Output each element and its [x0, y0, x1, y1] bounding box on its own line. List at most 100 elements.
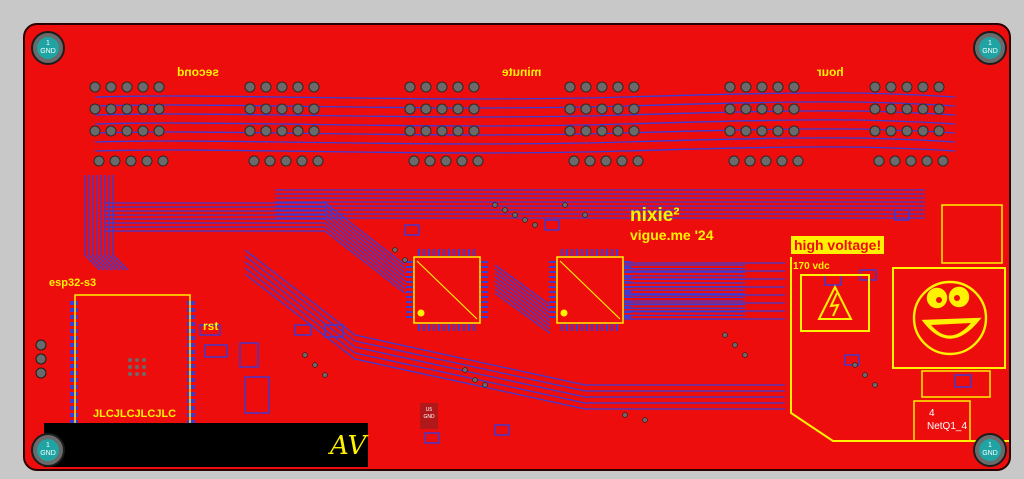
signature-logo: AV — [330, 431, 367, 461]
tube-pad — [632, 155, 644, 167]
bus-trace — [94, 128, 956, 136]
chip-pin — [549, 301, 556, 303]
tube-pad — [933, 125, 945, 137]
bus-trace — [94, 137, 956, 145]
chip-pin — [406, 316, 413, 318]
tube-pad — [869, 125, 881, 137]
chip-pin — [616, 249, 618, 256]
module-trace — [88, 175, 105, 271]
pin1-dot — [417, 309, 425, 317]
chip-pin — [571, 249, 573, 256]
tube-pad — [248, 155, 260, 167]
module-pad — [70, 308, 78, 312]
smd-component — [494, 424, 510, 436]
chip-pin — [481, 266, 488, 268]
via — [322, 372, 328, 378]
tube-pad — [776, 155, 788, 167]
tube-pad — [756, 125, 768, 137]
chip-pin — [624, 271, 631, 273]
netq-pin: 4 — [929, 408, 935, 419]
module-pad — [70, 378, 78, 382]
pcb-board: second minute hour nixie² vigue.me '24 e… — [23, 23, 1011, 471]
module-pad — [187, 343, 195, 347]
module-trace — [84, 175, 101, 271]
qfp-chip-left — [413, 256, 481, 324]
tube-pad — [137, 103, 149, 115]
tube-pad — [628, 125, 640, 137]
chip-pin — [624, 281, 631, 283]
tube-pad — [584, 155, 596, 167]
chip-pin — [596, 324, 598, 331]
bridge-trace — [494, 276, 551, 318]
tube-pad — [728, 155, 740, 167]
tube-pad — [788, 125, 800, 137]
chip-pin — [438, 324, 440, 331]
tube-pad — [121, 103, 133, 115]
via — [582, 212, 588, 218]
tube-pad — [580, 125, 592, 137]
tube-pad — [420, 81, 432, 93]
chip-pin — [481, 281, 488, 283]
tube-pad — [596, 81, 608, 93]
tube-pad — [921, 155, 933, 167]
chip-pin — [606, 249, 608, 256]
chip-pin — [601, 324, 603, 331]
chip-pin — [549, 291, 556, 293]
module-pad — [187, 315, 195, 319]
chip-pin — [576, 249, 578, 256]
chip-pin — [624, 311, 631, 313]
tube-pad — [869, 81, 881, 93]
tube-pad — [121, 125, 133, 137]
tube-pad — [564, 103, 576, 115]
chip-pin — [433, 249, 435, 256]
chip-trace — [105, 218, 406, 282]
tube-pad — [153, 81, 165, 93]
tube-pad — [937, 155, 949, 167]
header-pin — [35, 339, 47, 351]
tube-pad — [756, 103, 768, 115]
tube-pad — [121, 81, 133, 93]
tube-pad — [420, 103, 432, 115]
tube-pad — [468, 81, 480, 93]
chip-pin — [406, 276, 413, 278]
sweep-trace — [244, 261, 785, 398]
chip-pin — [549, 296, 556, 298]
module-trace — [108, 175, 125, 271]
chip-pin — [624, 316, 631, 318]
chip-pin — [591, 249, 593, 256]
qfp-chip-right — [556, 256, 624, 324]
pcb-artwork — [35, 81, 1009, 446]
module-via — [135, 358, 139, 362]
via — [392, 247, 398, 253]
smd-component — [204, 344, 228, 358]
tube-pad — [452, 81, 464, 93]
via — [522, 217, 528, 223]
netq-box — [913, 400, 971, 442]
chip-pin — [428, 249, 430, 256]
module-pad — [70, 413, 78, 417]
chip-trace — [105, 210, 406, 274]
chip-pin — [481, 291, 488, 293]
module-pad — [187, 406, 195, 410]
module-pad — [187, 378, 195, 382]
chip-pin — [458, 249, 460, 256]
via — [512, 212, 518, 218]
chip-pin — [406, 281, 413, 283]
module-pad — [70, 385, 78, 389]
module-pad — [70, 371, 78, 375]
via — [302, 352, 308, 358]
tube-pad — [744, 155, 756, 167]
bus-trace — [94, 110, 956, 118]
tube-pad — [125, 155, 137, 167]
tube-pad — [93, 155, 105, 167]
tube-pad — [612, 125, 624, 137]
module-pad — [187, 420, 195, 424]
tube-pad — [137, 81, 149, 93]
chip-pin — [481, 271, 488, 273]
tube-pad — [885, 103, 897, 115]
trace-layer — [84, 92, 956, 410]
tube-pad — [724, 103, 736, 115]
chip-pin — [611, 249, 613, 256]
chip-pin — [448, 249, 450, 256]
tube-pad — [724, 81, 736, 93]
